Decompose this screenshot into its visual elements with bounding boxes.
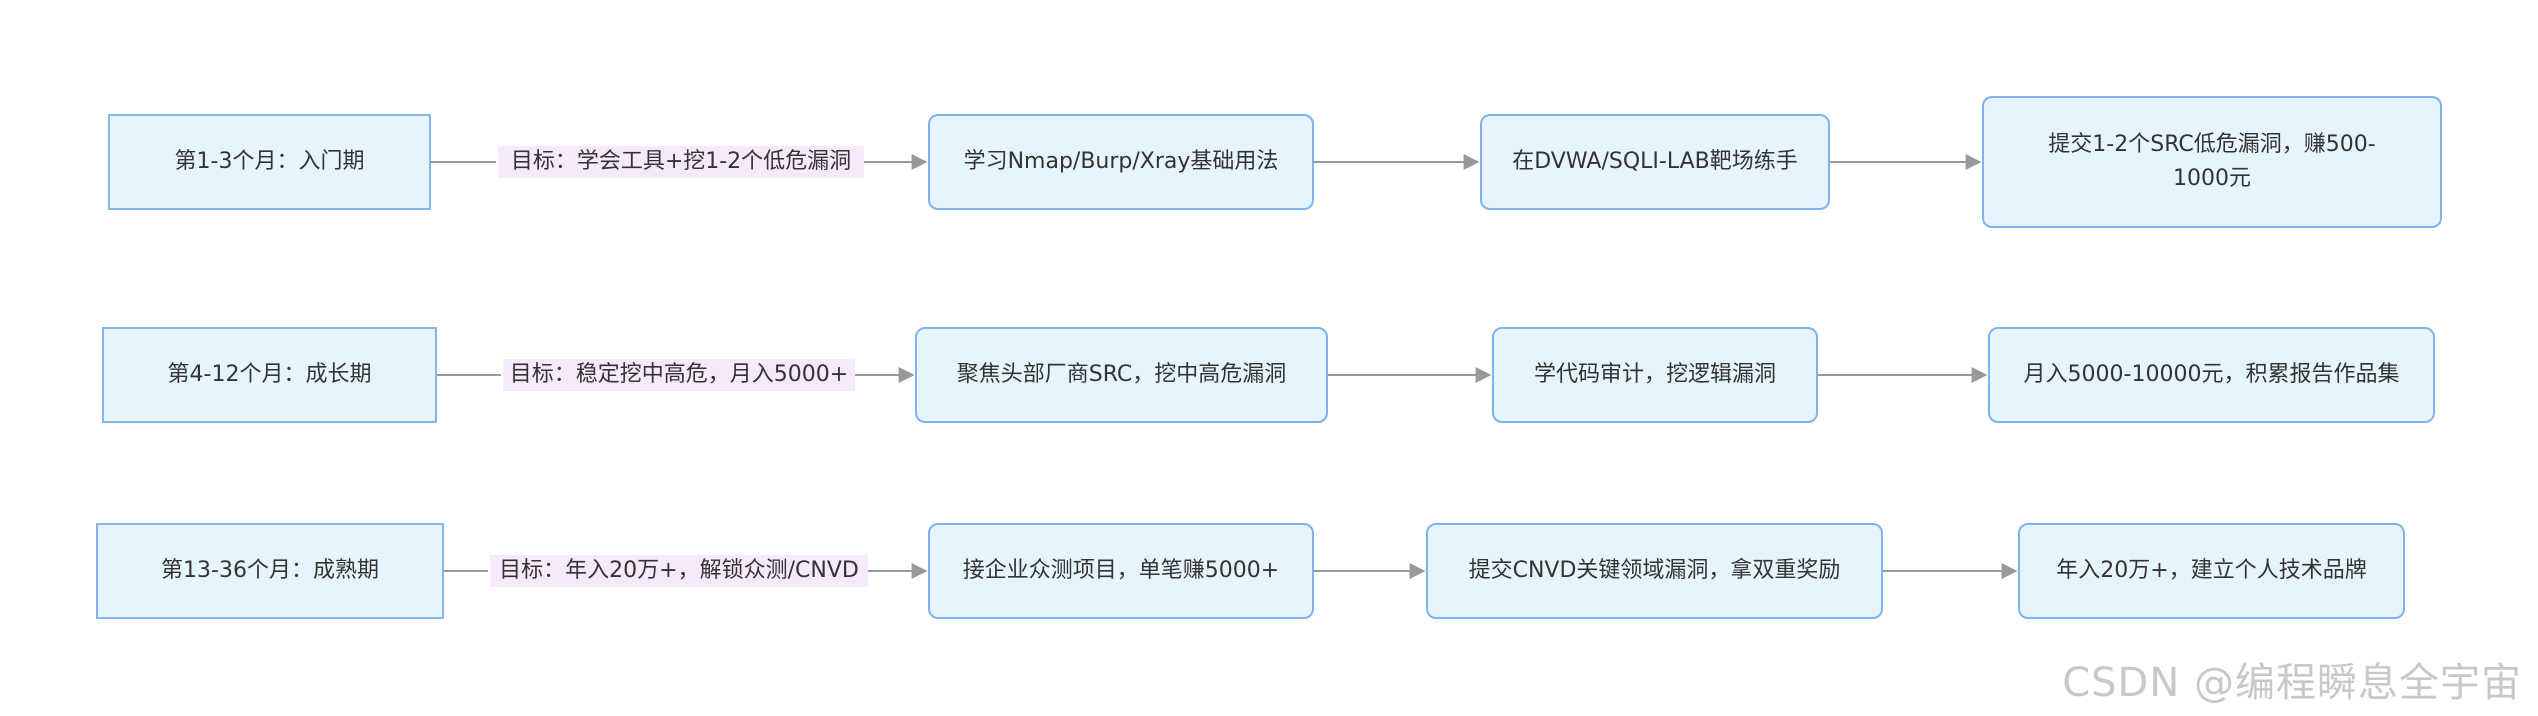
goal-label-2: 目标：稳定挖中高危，月入5000+ [503, 359, 855, 391]
step-node-2-1: 聚焦头部厂商SRC，挖中高危漏洞 [915, 327, 1328, 423]
phase-node-2: 第4-12个月：成长期 [102, 327, 437, 423]
goal-label-1: 目标：学会工具+挖1-2个低危漏洞 [498, 146, 864, 178]
phase-node-3: 第13-36个月：成熟期 [96, 523, 444, 619]
step-node-1-3: 提交1-2个SRC低危漏洞，赚500-1000元 [1982, 96, 2442, 228]
goal-label-3: 目标：年入20万+，解锁众测/CNVD [490, 555, 868, 587]
step-node-2-2: 学代码审计，挖逻辑漏洞 [1492, 327, 1818, 423]
step-node-3-1: 接企业众测项目，单笔赚5000+ [928, 523, 1314, 619]
step-node-1-1: 学习Nmap/Burp/Xray基础用法 [928, 114, 1314, 210]
step-node-2-3: 月入5000-10000元，积累报告作品集 [1988, 327, 2435, 423]
csdn-watermark: CSDN @编程瞬息全宇宙 [2062, 660, 2522, 706]
step-node-3-2: 提交CNVD关键领域漏洞，拿双重奖励 [1426, 523, 1883, 619]
step-node-1-2: 在DVWA/SQLI-LAB靶场练手 [1480, 114, 1830, 210]
phase-node-1: 第1-3个月：入门期 [108, 114, 431, 210]
step-node-3-3: 年入20万+，建立个人技术品牌 [2018, 523, 2405, 619]
